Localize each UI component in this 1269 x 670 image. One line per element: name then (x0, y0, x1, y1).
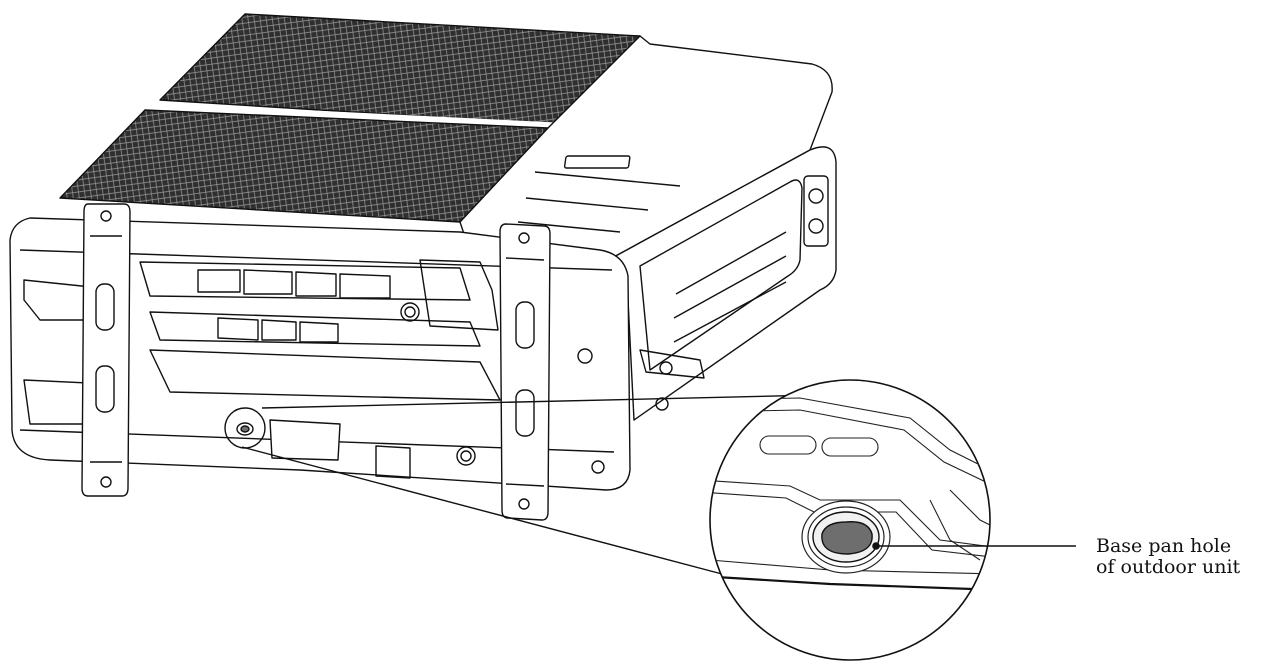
front-panel (9, 217, 631, 491)
magnifier-connectors (241, 393, 863, 575)
mounting-bracket-left (81, 203, 131, 497)
callout-leader (872, 542, 1076, 550)
callout-label-line2: of outdoor unit (1096, 556, 1241, 578)
callout-label-line1: Base pan hole (1096, 535, 1232, 557)
magnified-detail (709, 379, 991, 661)
mounting-bracket-right (499, 223, 551, 521)
unit-body (9, 13, 837, 521)
right-side-panel (611, 146, 837, 421)
base-pan-hole-zoomed (801, 500, 891, 574)
callout-label: Base pan hole of outdoor unit (1096, 536, 1266, 578)
top-handle (563, 155, 631, 169)
